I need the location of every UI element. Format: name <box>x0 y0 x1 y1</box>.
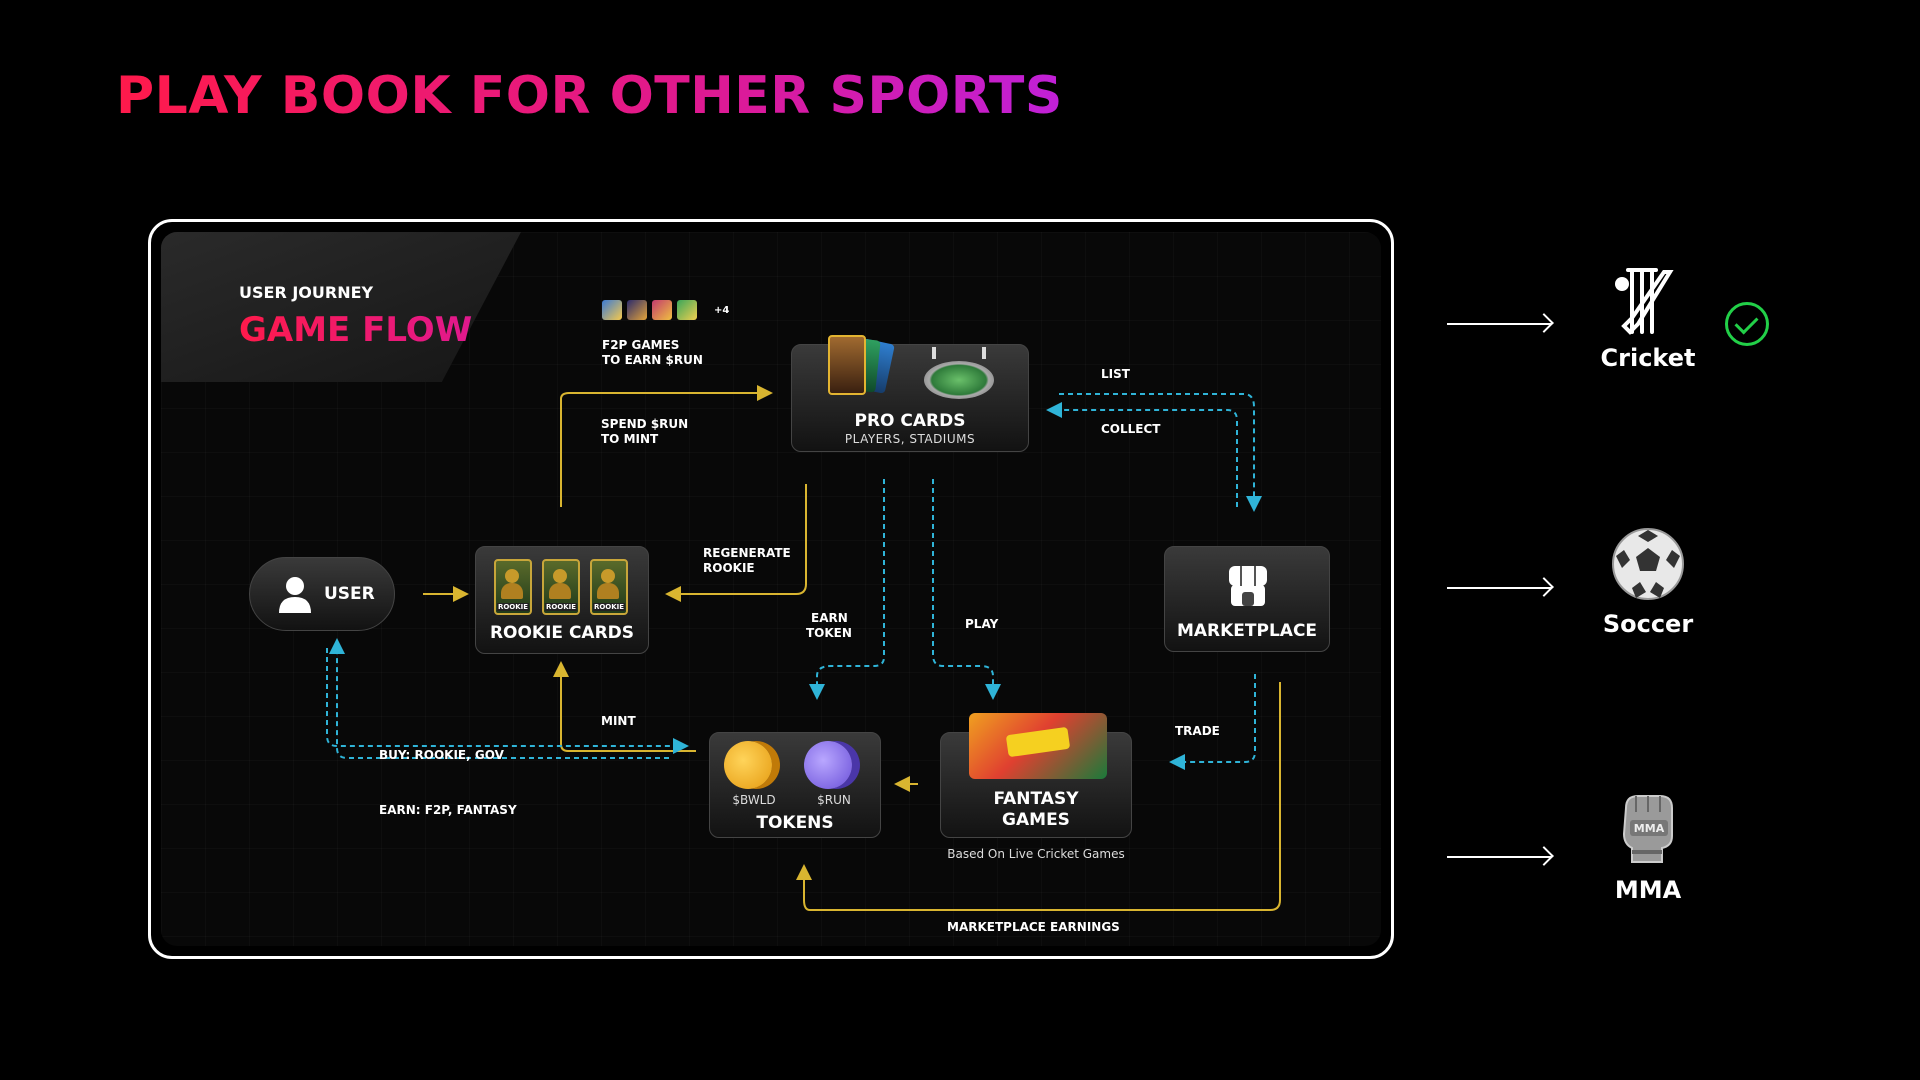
pro-cards-sublabel: PLAYERS, STADIUMS <box>844 432 976 446</box>
flow-connectors <box>326 385 1281 911</box>
f2p-label-line1: F2P GAMES <box>602 338 680 352</box>
edge-label-earn-2: TOKEN <box>806 626 852 640</box>
bwld-coin-icon <box>724 741 772 789</box>
edge-spend-to-mint <box>560 385 773 507</box>
edge-label-marketplace-earnings: MARKETPLACE EARNINGS <box>947 920 1120 934</box>
edge-label-play: PLAY <box>965 617 999 631</box>
edge-collect <box>1046 402 1238 507</box>
edge-marketplace-earnings <box>796 682 1281 911</box>
edge-mint <box>553 661 696 752</box>
rookie-card-3: ROOKIE <box>590 559 628 615</box>
f2p-more-count: +4 <box>714 305 730 316</box>
check-circle-icon <box>1725 302 1769 346</box>
rookie-card-2: ROOKIE <box>542 559 580 615</box>
fantasy-logo-illustration <box>969 713 1107 779</box>
edge-earn-token <box>809 479 885 700</box>
soccer-ball-icon <box>1612 528 1684 600</box>
edge-label-regen-2: ROOKIE <box>703 561 755 575</box>
pro-cards-node[interactable]: PRO CARDS PLAYERS, STADIUMS <box>791 335 1029 452</box>
edge-label-spend-2: TO MINT <box>601 432 659 446</box>
bwld-token-label: $BWLD <box>732 793 776 807</box>
page-title: PLAY BOOK FOR OTHER SPORTS <box>116 66 1063 126</box>
storefront-icon <box>1229 566 1267 606</box>
edge-label-earn-f2p: EARN: F2P, FANTASY <box>379 803 517 817</box>
player-cards-illustration <box>828 335 908 399</box>
sport-name-cricket: Cricket <box>1600 344 1696 372</box>
fantasy-caption: Based On Live Cricket Games <box>947 847 1125 861</box>
edge-label-trade: TRADE <box>1175 724 1220 738</box>
sport-mma[interactable]: MMA MMA <box>1578 792 1718 904</box>
user-node[interactable]: USER <box>249 557 395 631</box>
marketplace-label: MARKETPLACE <box>1176 621 1318 641</box>
edge-label-earn-1: EARN <box>811 611 848 625</box>
user-journey-label: USER JOURNEY <box>239 283 374 302</box>
edge-buy <box>326 648 689 754</box>
edge-label-spend-1: SPEND $RUN <box>601 417 689 431</box>
edge-label-collect: COLLECT <box>1101 422 1161 436</box>
tokens-node[interactable]: $BWLD $RUN TOKENS <box>709 732 881 838</box>
edge-play <box>932 479 1001 700</box>
arrow-to-mma <box>1447 856 1551 858</box>
sport-soccer[interactable]: Soccer <box>1578 526 1718 638</box>
edge-earn-to-user <box>329 638 669 759</box>
edge-regenerate <box>665 484 807 602</box>
svg-text:MMA: MMA <box>1634 822 1665 835</box>
game-flow-canvas: USER JOURNEY GAME FLOW <box>161 232 1381 946</box>
game-flow-heading: GAME FLOW <box>239 310 473 350</box>
edge-label-list: LIST <box>1101 367 1130 381</box>
user-label: USER <box>324 584 375 604</box>
game-flow-panel: USER JOURNEY GAME FLOW <box>148 219 1394 959</box>
arrow-to-soccer <box>1447 587 1551 589</box>
sport-name-soccer: Soccer <box>1602 610 1694 638</box>
sport-name-mma: MMA <box>1614 876 1682 904</box>
edge-trade <box>1169 674 1256 770</box>
edge-list <box>1059 393 1262 512</box>
arrow-to-cricket <box>1447 323 1551 325</box>
pro-cards-label: PRO CARDS <box>854 411 966 431</box>
run-coin-icon <box>804 741 852 789</box>
rookie-cards-label: ROOKIE CARDS <box>489 623 635 643</box>
stadium-illustration <box>924 347 994 399</box>
mma-glove-icon: MMA <box>1622 795 1673 863</box>
edge-label-buy: BUY: ROOKIE, GOV <box>379 748 504 762</box>
run-token-label: $RUN <box>817 793 851 807</box>
edge-label-mint: MINT <box>601 714 636 728</box>
fantasy-label-line1: FANTASY <box>993 789 1079 809</box>
rookie-cards-node[interactable]: ROOKIE ROOKIE ROOKIE ROOKIE CARDS <box>475 546 649 654</box>
tokens-label: TOKENS <box>756 813 834 833</box>
cricket-icon <box>1615 268 1674 335</box>
fantasy-label-line2: GAMES <box>1002 810 1070 830</box>
fantasy-games-node[interactable]: FANTASY GAMES <box>940 713 1132 838</box>
edge-label-regen-1: REGENERATE <box>703 546 791 560</box>
sport-cricket[interactable]: Cricket <box>1578 262 1718 372</box>
rookie-card-1: ROOKIE <box>494 559 532 615</box>
f2p-label-line2: TO EARN $RUN <box>602 353 703 367</box>
marketplace-node[interactable]: MARKETPLACE <box>1164 546 1330 652</box>
user-icon <box>279 577 311 613</box>
